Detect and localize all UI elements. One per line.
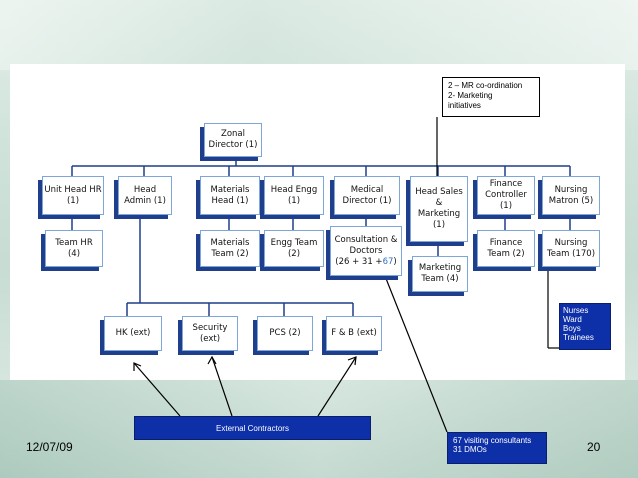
node-engg-team: Engg Team (2) — [264, 230, 324, 267]
node-label: Marketing Team (4) — [418, 263, 462, 284]
pointer-contractor-fb — [317, 356, 357, 417]
node-label: Finance Controller (1) — [485, 179, 527, 211]
node-label: Head Admin (1) — [124, 184, 166, 206]
node-label: Nursing Team (170) — [546, 237, 596, 259]
arrowhead — [133, 362, 142, 371]
consultation-line1: Consultation & Doctors — [334, 234, 398, 256]
consultation-count-highlight: 67 — [382, 256, 394, 267]
footer-page-number: 20 — [587, 440, 601, 454]
node-label: Team HR (4) — [55, 237, 93, 259]
node-label: Materials Team (2) — [210, 237, 250, 259]
arrowhead — [207, 355, 217, 365]
node-label: F & B (ext) — [331, 328, 377, 338]
node-label: Zonal Director (1) — [208, 129, 258, 150]
node-label: Finance Team (2) — [487, 237, 525, 259]
node-team-hr: Team HR (4) — [45, 230, 103, 267]
node-label: Security (ext) — [192, 322, 228, 344]
callout-text: External Contractors — [216, 423, 289, 433]
node-label: HK (ext) — [115, 328, 151, 338]
node-fb-ext: F & B (ext) — [326, 316, 382, 351]
node-label: PCS (2) — [269, 328, 301, 338]
node-nursing-team: Nursing Team (170) — [542, 230, 600, 267]
pointer-contractor-security — [211, 356, 233, 417]
node-finance-team: Finance Team (2) — [477, 230, 535, 267]
consultation-count-prefix: (26 + 31 + — [335, 256, 383, 267]
callout-nurses: Nurses Ward Boys Trainees — [559, 303, 611, 350]
node-unit-head-hr: Unit Head HR (1) — [42, 176, 104, 215]
background-top-band — [0, 0, 638, 70]
node-label: Materials Head (1) — [210, 184, 250, 206]
node-label: Head Sales & Marketing (1) — [415, 187, 463, 230]
callout-mr-coordination: 2 – MR co-ordination 2- Marketing initia… — [442, 77, 540, 117]
node-head-sales-marketing: Head Sales & Marketing (1) — [410, 176, 468, 242]
callout-text: 67 visiting consultants 31 DMOs — [453, 436, 532, 454]
node-security-ext: Security (ext) — [182, 316, 238, 351]
footer-date: 12/07/09 — [26, 440, 73, 454]
node-materials-head: Materials Head (1) — [200, 176, 260, 215]
node-label: Engg Team (2) — [270, 237, 318, 259]
pointer-contractor-hk — [133, 362, 181, 417]
node-label: Head Engg (1) — [270, 184, 318, 206]
node-zonal-director: Zonal Director (1) — [204, 123, 262, 157]
node-hk-ext: HK (ext) — [104, 316, 162, 351]
node-label: Medical Director (1) — [342, 184, 392, 206]
callout-external-contractors: External Contractors — [134, 416, 371, 440]
node-finance-controller: Finance Controller (1) — [477, 176, 535, 215]
pointer-visiting-consultants — [384, 275, 448, 433]
node-medical-director: Medical Director (1) — [334, 176, 400, 215]
node-consultation-doctors: Consultation & Doctors(26 + 31 +67) — [330, 226, 402, 276]
node-label: Nursing Matron (5) — [548, 184, 594, 206]
callout-text: 2 – MR co-ordination 2- Marketing initia… — [448, 81, 523, 110]
node-head-engg: Head Engg (1) — [264, 176, 324, 215]
arrowhead — [347, 356, 357, 366]
node-label: Unit Head HR (1) — [44, 184, 102, 206]
node-label: Consultation & Doctors(26 + 31 +67) — [335, 235, 398, 268]
consultation-count-suffix: ) — [393, 256, 397, 267]
node-pcs: PCS (2) — [257, 316, 313, 351]
callout-visiting-consultants: 67 visiting consultants 31 DMOs — [447, 432, 547, 464]
node-nursing-matron: Nursing Matron (5) — [542, 176, 600, 215]
callout-text: Nurses Ward Boys Trainees — [563, 306, 594, 342]
node-head-admin: Head Admin (1) — [118, 176, 172, 215]
node-marketing-team: Marketing Team (4) — [412, 256, 468, 292]
node-materials-team: Materials Team (2) — [200, 230, 260, 267]
